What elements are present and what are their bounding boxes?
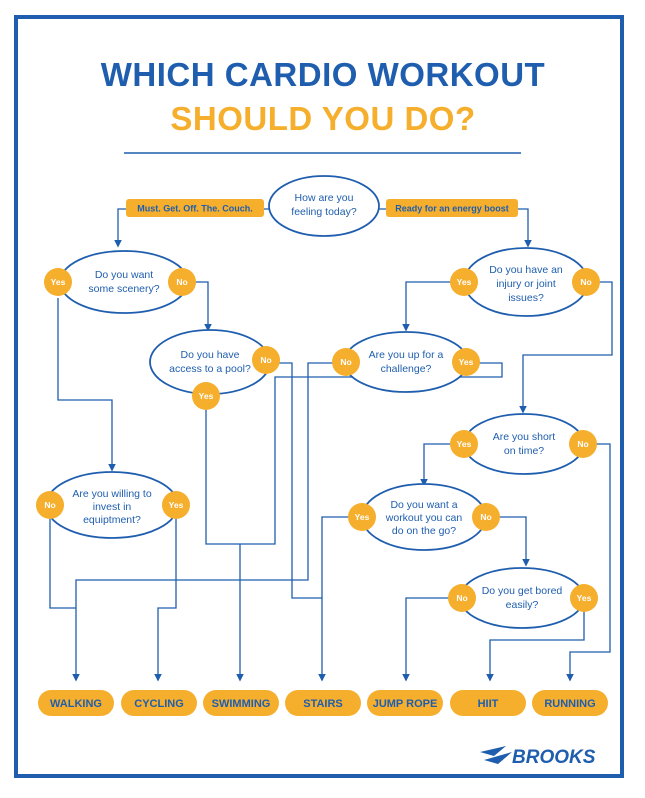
question-challenge: Are you up for a challenge? No Yes (332, 331, 480, 393)
no-badge (472, 503, 500, 531)
bored-line-1: Do you get bored (482, 585, 563, 597)
scenery-line-2: some scenery? (88, 283, 159, 295)
no-label: No (176, 277, 187, 287)
result-swimming-label: SWIMMING (212, 698, 271, 710)
result-cycling-label: CYCLING (134, 698, 184, 710)
yes-badge (44, 268, 72, 296)
no-badge (448, 584, 476, 612)
result-jump-rope: JUMP ROPE (367, 690, 443, 716)
no-label: No (44, 500, 55, 510)
no-badge (569, 430, 597, 458)
brooks-logo: BROOKS (480, 746, 596, 768)
no-label: No (480, 512, 491, 522)
start-left-option: Must. Get. Off. The. Couch. (126, 199, 264, 217)
yes-label: Yes (169, 500, 184, 510)
start-node: How are you feeling today? (268, 175, 380, 237)
invest-line-1: Are you willing to (72, 488, 152, 500)
result-hiit: HIIT (450, 690, 526, 716)
yes-label: Yes (199, 391, 214, 401)
yes-label: Yes (577, 593, 592, 603)
injury-line-1: Do you have an (489, 264, 563, 276)
left-option-label: Must. Get. Off. The. Couch. (137, 204, 253, 214)
no-badge (332, 348, 360, 376)
no-badge (252, 346, 280, 374)
start-question-line-2: feeling today? (291, 206, 357, 218)
title-line-2: SHOULD YOU DO? (170, 100, 475, 137)
brooks-chevron-icon (480, 746, 512, 764)
question-pool: Do you have access to a pool? No Yes (149, 329, 280, 410)
question-bored: Do you get bored easily? No Yes (448, 567, 598, 629)
question-scenery: Do you want some scenery? Yes No (44, 250, 196, 314)
no-label: No (456, 593, 467, 603)
result-hiit-label: HIIT (478, 698, 499, 710)
go-line-3: do on the go? (392, 525, 456, 537)
result-walking: WALKING (38, 690, 114, 716)
result-jump-rope-label: JUMP ROPE (373, 698, 438, 710)
result-stairs-label: STAIRS (303, 698, 343, 710)
short-line-1: Are you short (493, 431, 556, 443)
result-swimming: SWIMMING (203, 690, 279, 716)
result-cycling: CYCLING (121, 690, 197, 716)
injury-line-3: issues? (508, 292, 544, 304)
yes-label: Yes (355, 512, 370, 522)
no-badge (168, 268, 196, 296)
yes-badge (192, 382, 220, 410)
challenge-line-1: Are you up for a (369, 349, 444, 361)
scenery-line-1: Do you want (95, 269, 153, 281)
pool-line-2: access to a pool? (169, 363, 251, 375)
yes-badge (348, 503, 376, 531)
no-label: No (340, 357, 351, 367)
challenge-line-2: challenge? (381, 363, 432, 375)
question-on-the-go: Do you want a workout you can do on the … (348, 483, 500, 551)
question-short-on-time: Are you short on time? Yes No (450, 413, 597, 475)
yes-badge (450, 430, 478, 458)
right-option-label: Ready for an energy boost (395, 204, 509, 214)
brand-name: BROOKS (512, 747, 596, 768)
go-line-1: Do you want a (390, 499, 457, 511)
question-injury: Do you have an injury or joint issues? Y… (450, 247, 600, 317)
yes-label: Yes (457, 439, 472, 449)
result-running-label: RUNNING (544, 698, 595, 710)
connector-lines (49, 208, 613, 682)
yes-badge (162, 491, 190, 519)
yes-badge (570, 584, 598, 612)
injury-line-2: injury or joint (496, 278, 556, 290)
invest-line-3: equiptment? (83, 514, 141, 526)
yes-label: Yes (457, 277, 472, 287)
yes-badge (452, 348, 480, 376)
yes-badge (450, 268, 478, 296)
no-badge (572, 268, 600, 296)
no-label: No (577, 439, 588, 449)
result-running: RUNNING (532, 690, 608, 716)
result-stairs: STAIRS (285, 690, 361, 716)
no-label: No (260, 355, 271, 365)
result-walking-label: WALKING (50, 698, 102, 710)
border-frame (14, 15, 624, 778)
no-badge (36, 491, 64, 519)
bored-line-2: easily? (506, 599, 539, 611)
pool-line-1: Do you have (181, 349, 240, 361)
start-right-option: Ready for an energy boost (386, 199, 518, 217)
question-invest: Are you willing to invest in equiptment?… (36, 471, 190, 539)
start-question-line-1: How are you (295, 192, 354, 204)
no-label: No (580, 277, 591, 287)
invest-line-2: invest in (93, 501, 132, 513)
title-line-1: WHICH CARDIO WORKOUT (101, 56, 545, 93)
short-line-2: on time? (504, 445, 544, 457)
yes-label: Yes (51, 277, 66, 287)
go-line-2: workout you can (385, 512, 463, 524)
yes-label: Yes (459, 357, 474, 367)
